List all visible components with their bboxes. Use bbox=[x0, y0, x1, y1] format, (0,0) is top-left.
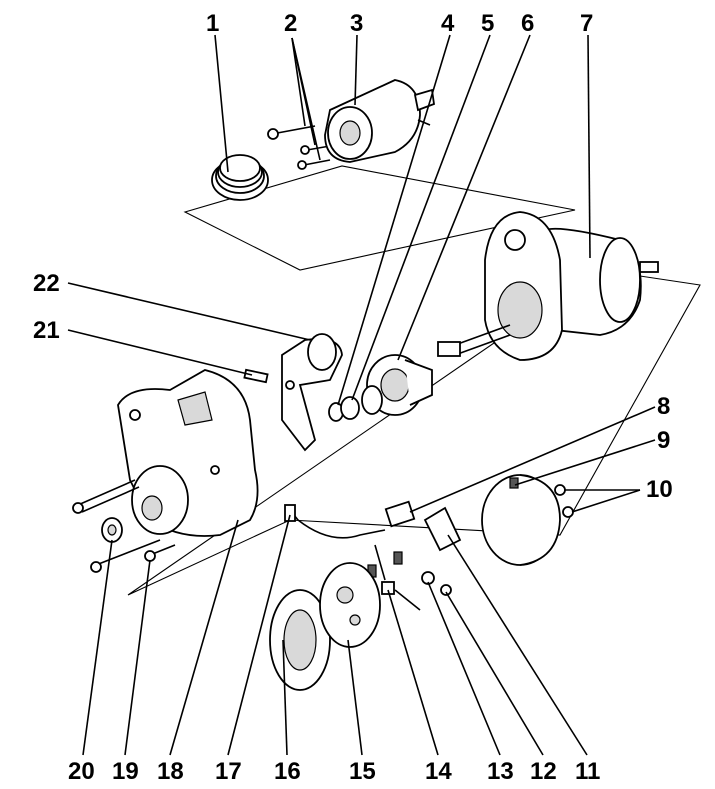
through-bolts bbox=[72, 479, 176, 573]
label-18: 18 bbox=[157, 758, 184, 785]
label-20: 20 bbox=[68, 758, 95, 785]
label-4: 4 bbox=[441, 10, 455, 37]
fork-lever bbox=[281, 333, 343, 452]
label-12: 12 bbox=[530, 758, 557, 785]
label-16: 16 bbox=[274, 758, 301, 785]
brush-end-plate bbox=[269, 589, 331, 691]
label-13: 13 bbox=[487, 758, 514, 785]
label-11: 11 bbox=[575, 758, 600, 785]
motor-housing bbox=[437, 211, 659, 361]
label-3: 3 bbox=[350, 10, 363, 37]
terminal-plate bbox=[423, 506, 462, 552]
cover-screws bbox=[554, 484, 574, 518]
solenoid-screws bbox=[267, 125, 331, 170]
label-15: 15 bbox=[349, 758, 376, 785]
brush-spring-clip bbox=[381, 581, 421, 611]
end-cover bbox=[481, 474, 561, 566]
terminal-nuts bbox=[421, 571, 452, 596]
label-10: 10 bbox=[646, 476, 673, 503]
fork-pivot-pin bbox=[243, 368, 269, 384]
label-9: 9 bbox=[657, 427, 670, 454]
label-17: 17 bbox=[215, 758, 242, 785]
label-1: 1 bbox=[206, 10, 219, 37]
label-7: 7 bbox=[580, 10, 593, 37]
label-8: 8 bbox=[657, 393, 670, 420]
label-5: 5 bbox=[481, 10, 494, 37]
brush-holder bbox=[319, 562, 381, 648]
field-wire bbox=[284, 504, 386, 581]
label-21: 21 bbox=[33, 317, 60, 344]
spring bbox=[211, 154, 269, 201]
label-2: 2 bbox=[284, 10, 297, 37]
label-6: 6 bbox=[521, 10, 534, 37]
solenoid bbox=[324, 79, 435, 163]
leader-lines bbox=[67, 34, 656, 756]
label-14: 14 bbox=[425, 758, 452, 785]
label-22: 22 bbox=[33, 270, 60, 297]
drive-end-housing bbox=[117, 369, 259, 537]
part-number-labels: 1 2 3 4 5 6 7 8 9 10 11 12 13 14 15 16 1… bbox=[33, 10, 673, 785]
label-19: 19 bbox=[112, 758, 139, 785]
thrust-washers bbox=[328, 385, 383, 422]
brush bbox=[367, 500, 416, 578]
